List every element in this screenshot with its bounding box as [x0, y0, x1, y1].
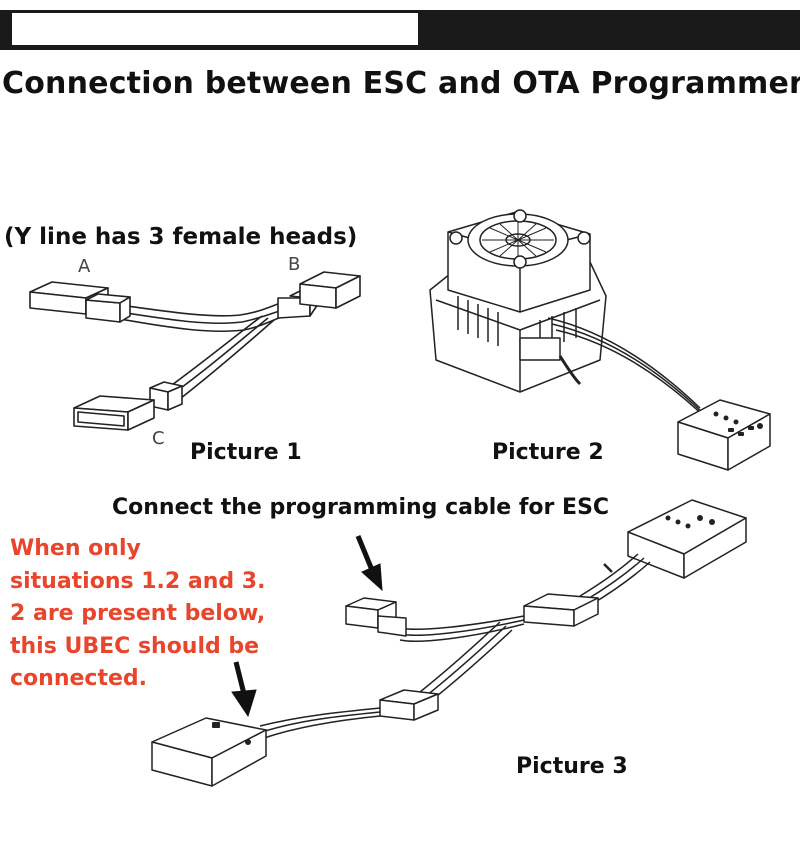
arrow-to-ubec [233, 661, 247, 695]
label-a: A [78, 256, 91, 277]
caption-picture-1: Picture 1 [190, 440, 302, 465]
esc-programmer-diagram [429, 209, 771, 471]
arrow-to-esc-connector [355, 535, 375, 571]
ubec-note-line: situations 1.2 and 3. [10, 568, 266, 594]
ubec-note: When only situations 1.2 and 3. 2 are pr… [10, 533, 310, 696]
label-b: B [288, 254, 300, 275]
page-title: Connection between ESC and OTA Programme… [2, 66, 800, 101]
cooling-fan [447, 209, 591, 313]
y-cable-diagram: A B C [29, 254, 361, 449]
ota-programmer [677, 399, 771, 471]
inline-connector [523, 593, 599, 627]
header-bar-white-panel [12, 13, 418, 45]
label-c: C [152, 428, 165, 449]
programming-cable-label: Connect the programming cable for ESC [112, 495, 610, 520]
ubec-side-connector [379, 689, 439, 721]
ubec-module [151, 717, 267, 787]
esc-programming-connector [345, 597, 407, 637]
connector-a [29, 281, 131, 323]
caption-picture-3: Picture 3 [516, 754, 628, 779]
ubec-note-line: 2 are present below, [10, 601, 266, 626]
ubec-note-line: this UBEC should be [10, 633, 260, 659]
picture-3-diagram [151, 499, 747, 787]
y-line-note: (Y line has 3 female heads) [4, 224, 358, 250]
ubec-note-line: When only [10, 536, 141, 561]
caption-picture-2: Picture 2 [492, 440, 604, 465]
connector-b [277, 271, 361, 319]
connector-c [73, 381, 183, 431]
ubec-note-line: connected. [10, 666, 147, 691]
